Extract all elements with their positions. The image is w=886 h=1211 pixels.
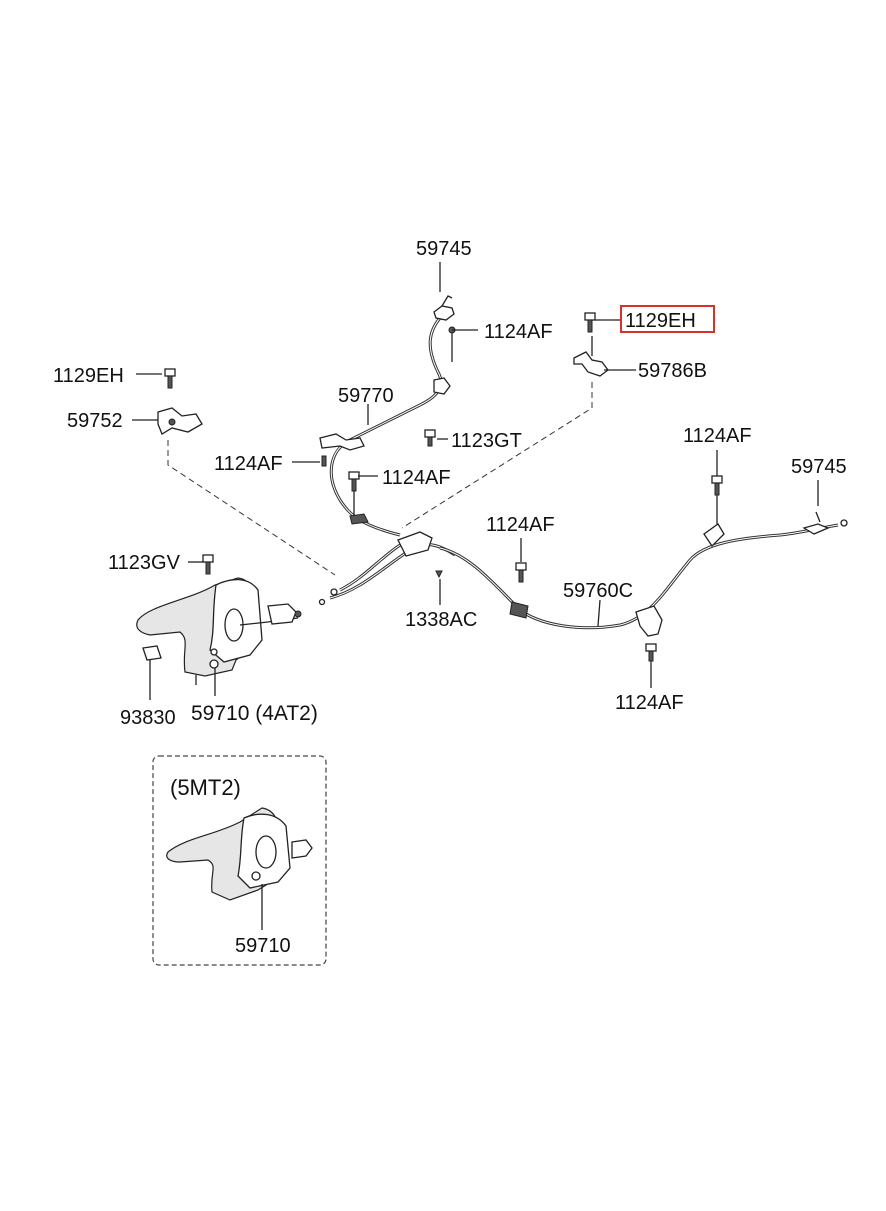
label-1123GV: 1123GV — [108, 552, 181, 574]
cable-lever-feed — [318, 531, 456, 606]
bolt-1124AF-right-top — [711, 475, 723, 524]
label-93830: 93830 — [120, 707, 176, 729]
label-59710-4AT2: 59710 (4AT2) — [191, 702, 318, 725]
label-1129EH-highlighted[interactable]: 1129EH — [625, 310, 696, 332]
label-1124AF-top: 1124AF — [484, 321, 553, 343]
bolt-1123GV — [202, 554, 214, 575]
switch-93830 — [142, 645, 162, 700]
rivet-1338AC — [435, 570, 443, 579]
dashed-leader-59786B — [401, 382, 593, 529]
label-59745-right: 59745 — [791, 456, 847, 478]
inset-5MT2 — [152, 755, 327, 966]
bolt-1124AF-bottom — [645, 643, 657, 662]
label-1338AC: 1338AC — [405, 609, 477, 631]
bolt-1124AF-center — [515, 538, 527, 583]
label-59745-top: 59745 — [416, 238, 472, 260]
label-1124AF-right-top: 1124AF — [683, 425, 752, 447]
label-1124AF-mid-left: 1124AF — [214, 453, 283, 475]
label-1124AF-mid: 1124AF — [382, 467, 451, 489]
label-59710-5MT2: 59710 — [235, 935, 291, 957]
parking-lever-4AT2 — [136, 577, 302, 696]
bracket-59752 — [157, 407, 203, 435]
label-inset-5MT2: (5MT2) — [170, 775, 241, 800]
cable-59760C — [439, 511, 848, 637]
label-59760C: 59760C — [563, 580, 633, 602]
highlight-box-1129EH — [620, 305, 715, 333]
label-59786B: 59786B — [638, 360, 707, 382]
bolt-1124AF-top — [448, 326, 456, 362]
label-1123GT: 1123GT — [451, 430, 522, 452]
label-1124AF-center: 1124AF — [486, 514, 555, 536]
label-59770: 59770 — [338, 385, 394, 407]
bolt-1129EH-highlighted — [584, 312, 596, 333]
bracket-59786B — [573, 336, 609, 377]
label-1124AF-bottom: 1124AF — [615, 692, 684, 714]
leader-lines — [132, 262, 819, 688]
bolt-1129EH-left — [164, 368, 176, 389]
bolt-1124AF-mid — [348, 471, 360, 516]
label-59752: 59752 — [67, 410, 123, 432]
bolt-1123GT — [424, 429, 436, 447]
dashed-leader-59752 — [167, 440, 336, 576]
bolt-1124AF-mid-left — [321, 455, 327, 467]
label-1129EH-left: 1129EH — [53, 365, 124, 387]
cable-59770 — [319, 295, 455, 537]
